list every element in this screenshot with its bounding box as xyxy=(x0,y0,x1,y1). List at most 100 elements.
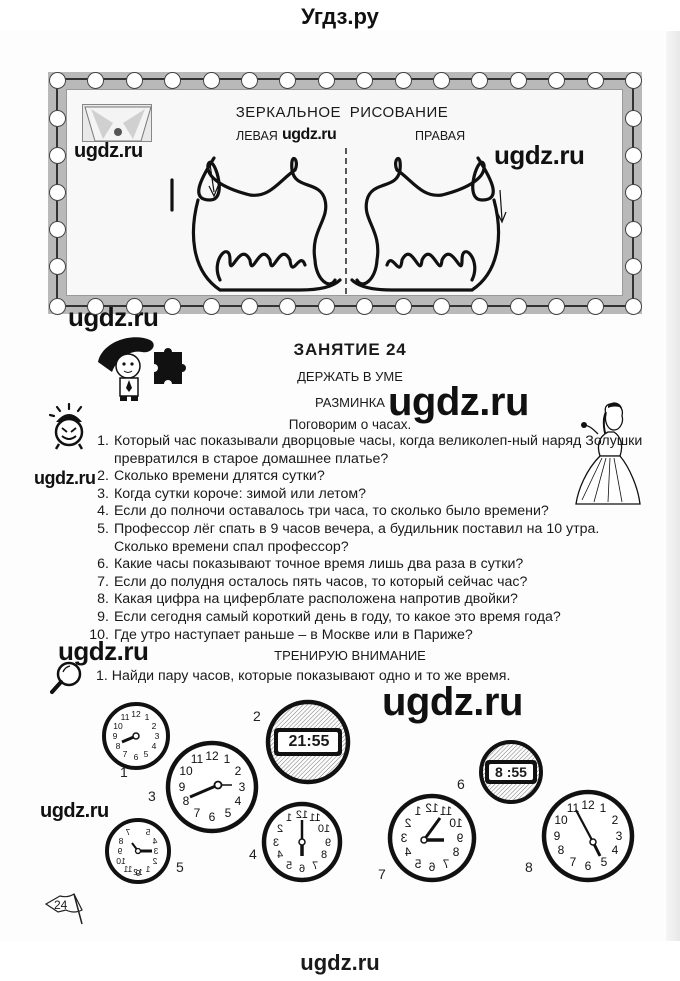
svg-text:11: 11 xyxy=(121,712,130,722)
svg-text:1: 1 xyxy=(414,804,421,818)
frame-bead xyxy=(241,298,258,315)
svg-text:5: 5 xyxy=(225,806,232,820)
question-item: 3.Когда сутки короче: зимой или летом? xyxy=(97,485,367,502)
frame-bead xyxy=(279,72,297,89)
svg-text:7: 7 xyxy=(312,860,318,872)
frame-bead xyxy=(586,298,604,315)
question-item: 10.Где утро наступает раньше – в Москве … xyxy=(89,626,473,643)
attention-heading: ТРЕНИРУЮ ВНИМАНИЕ xyxy=(274,648,426,663)
svg-text:3: 3 xyxy=(153,846,158,856)
frame-bead xyxy=(394,72,412,89)
question-item: 5.Профессор лёг спать в 9 часов вечера, … xyxy=(97,520,600,555)
alarm-clock-icon xyxy=(48,402,84,450)
svg-text:2: 2 xyxy=(152,721,157,731)
frame-bead xyxy=(586,72,604,89)
mirror-picture-icon xyxy=(82,104,152,142)
svg-text:3: 3 xyxy=(155,731,160,741)
frame-bead xyxy=(625,72,642,89)
watermark: ugdz.ru xyxy=(40,800,109,822)
svg-text:6: 6 xyxy=(209,810,216,824)
frame-bead xyxy=(625,184,642,201)
svg-text:2: 2 xyxy=(612,813,619,827)
svg-text:4: 4 xyxy=(235,794,242,808)
page-number: 24 xyxy=(54,898,68,912)
question-item: 1.Который час показывали дворцовые часы,… xyxy=(97,433,643,467)
frame-bead xyxy=(87,72,105,89)
svg-text:5: 5 xyxy=(144,749,149,759)
mirror-title-word2: РИСОВАНИЕ xyxy=(349,104,449,121)
frame-bead xyxy=(625,110,642,127)
svg-text:3: 3 xyxy=(400,831,407,845)
frame-bead xyxy=(49,184,66,201)
watermark: ugdz.ru xyxy=(388,380,529,424)
site-header: Угдз.ру xyxy=(0,0,680,34)
svg-text:9: 9 xyxy=(554,829,561,843)
svg-text:4: 4 xyxy=(404,845,411,859)
svg-text:9: 9 xyxy=(117,846,122,856)
magnifier-icon xyxy=(50,661,82,694)
svg-text:10: 10 xyxy=(554,813,568,827)
svg-text:12: 12 xyxy=(131,709,141,719)
mirror-title-word1: ЗЕРКАЛЬНОЕ xyxy=(235,104,342,121)
frame-bead xyxy=(625,221,642,238)
question-item: 4.Если до полночи оставалось три часа, т… xyxy=(97,503,549,520)
svg-text:2: 2 xyxy=(277,823,283,835)
wizard-puzzle-icon xyxy=(98,337,186,401)
svg-text:8: 8 xyxy=(116,741,121,751)
clock-label-3: 3 xyxy=(148,788,156,804)
frame-bead xyxy=(625,298,642,315)
frame-bead xyxy=(625,258,642,275)
clock-2-digital-time: 21:55 xyxy=(288,733,330,750)
frame-bead xyxy=(241,72,258,89)
frame-bead xyxy=(125,72,143,89)
svg-text:8: 8 xyxy=(452,845,459,859)
svg-text:9: 9 xyxy=(113,731,118,741)
frame-bead xyxy=(356,298,374,315)
svg-text:6: 6 xyxy=(428,860,435,874)
svg-text:11: 11 xyxy=(309,812,320,824)
clock-label-1: 1 xyxy=(120,764,128,780)
clock-6-digital-time: 8 :55 xyxy=(495,764,527,780)
watermark: ugdz.ru xyxy=(382,680,523,724)
watermark: ugdz.ru xyxy=(494,140,585,170)
frame-bead xyxy=(202,72,220,89)
watermark: ugdz.ru xyxy=(34,468,96,488)
lesson-subtitle: ДЕРЖАТЬ В УМЕ xyxy=(297,369,403,384)
frame-bead xyxy=(625,147,642,164)
svg-text:8: 8 xyxy=(558,843,565,857)
svg-text:6: 6 xyxy=(299,863,305,875)
watermark: ugdz.ru xyxy=(68,302,159,332)
svg-text:10: 10 xyxy=(113,721,123,731)
frame-bead xyxy=(471,72,489,89)
clock-2 xyxy=(265,699,351,785)
svg-text:1: 1 xyxy=(224,752,231,766)
svg-text:7: 7 xyxy=(123,749,128,759)
left-hand-label: ЛЕВАЯ xyxy=(236,129,278,143)
lesson-title: ЗАНЯТИЕ 24 xyxy=(293,340,407,359)
svg-text:12: 12 xyxy=(133,867,143,877)
frame-bead xyxy=(87,298,105,315)
frame-bead xyxy=(49,72,66,89)
right-hand-label: ПРАВАЯ xyxy=(415,129,466,143)
svg-text:6: 6 xyxy=(136,868,141,878)
frame-bead xyxy=(317,298,335,315)
clock-label-5: 5 xyxy=(176,859,184,875)
frame-bead xyxy=(49,110,66,127)
question-item: 7.Если до полудня осталось пять часов, т… xyxy=(97,573,528,590)
svg-text:5: 5 xyxy=(145,827,150,837)
frame-bead xyxy=(279,298,297,315)
svg-text:1: 1 xyxy=(145,712,150,722)
frame-bead xyxy=(49,147,66,164)
frame-bead xyxy=(164,72,182,89)
svg-text:3: 3 xyxy=(273,837,279,849)
question-item: 6.Какие часы показывают точное время лиш… xyxy=(97,556,524,573)
frame-bead xyxy=(471,298,489,315)
warmup-intro: Поговорим о часах. xyxy=(288,417,412,432)
svg-text:10: 10 xyxy=(449,816,463,830)
frame-bead xyxy=(125,298,143,315)
frame-bead xyxy=(164,298,182,315)
